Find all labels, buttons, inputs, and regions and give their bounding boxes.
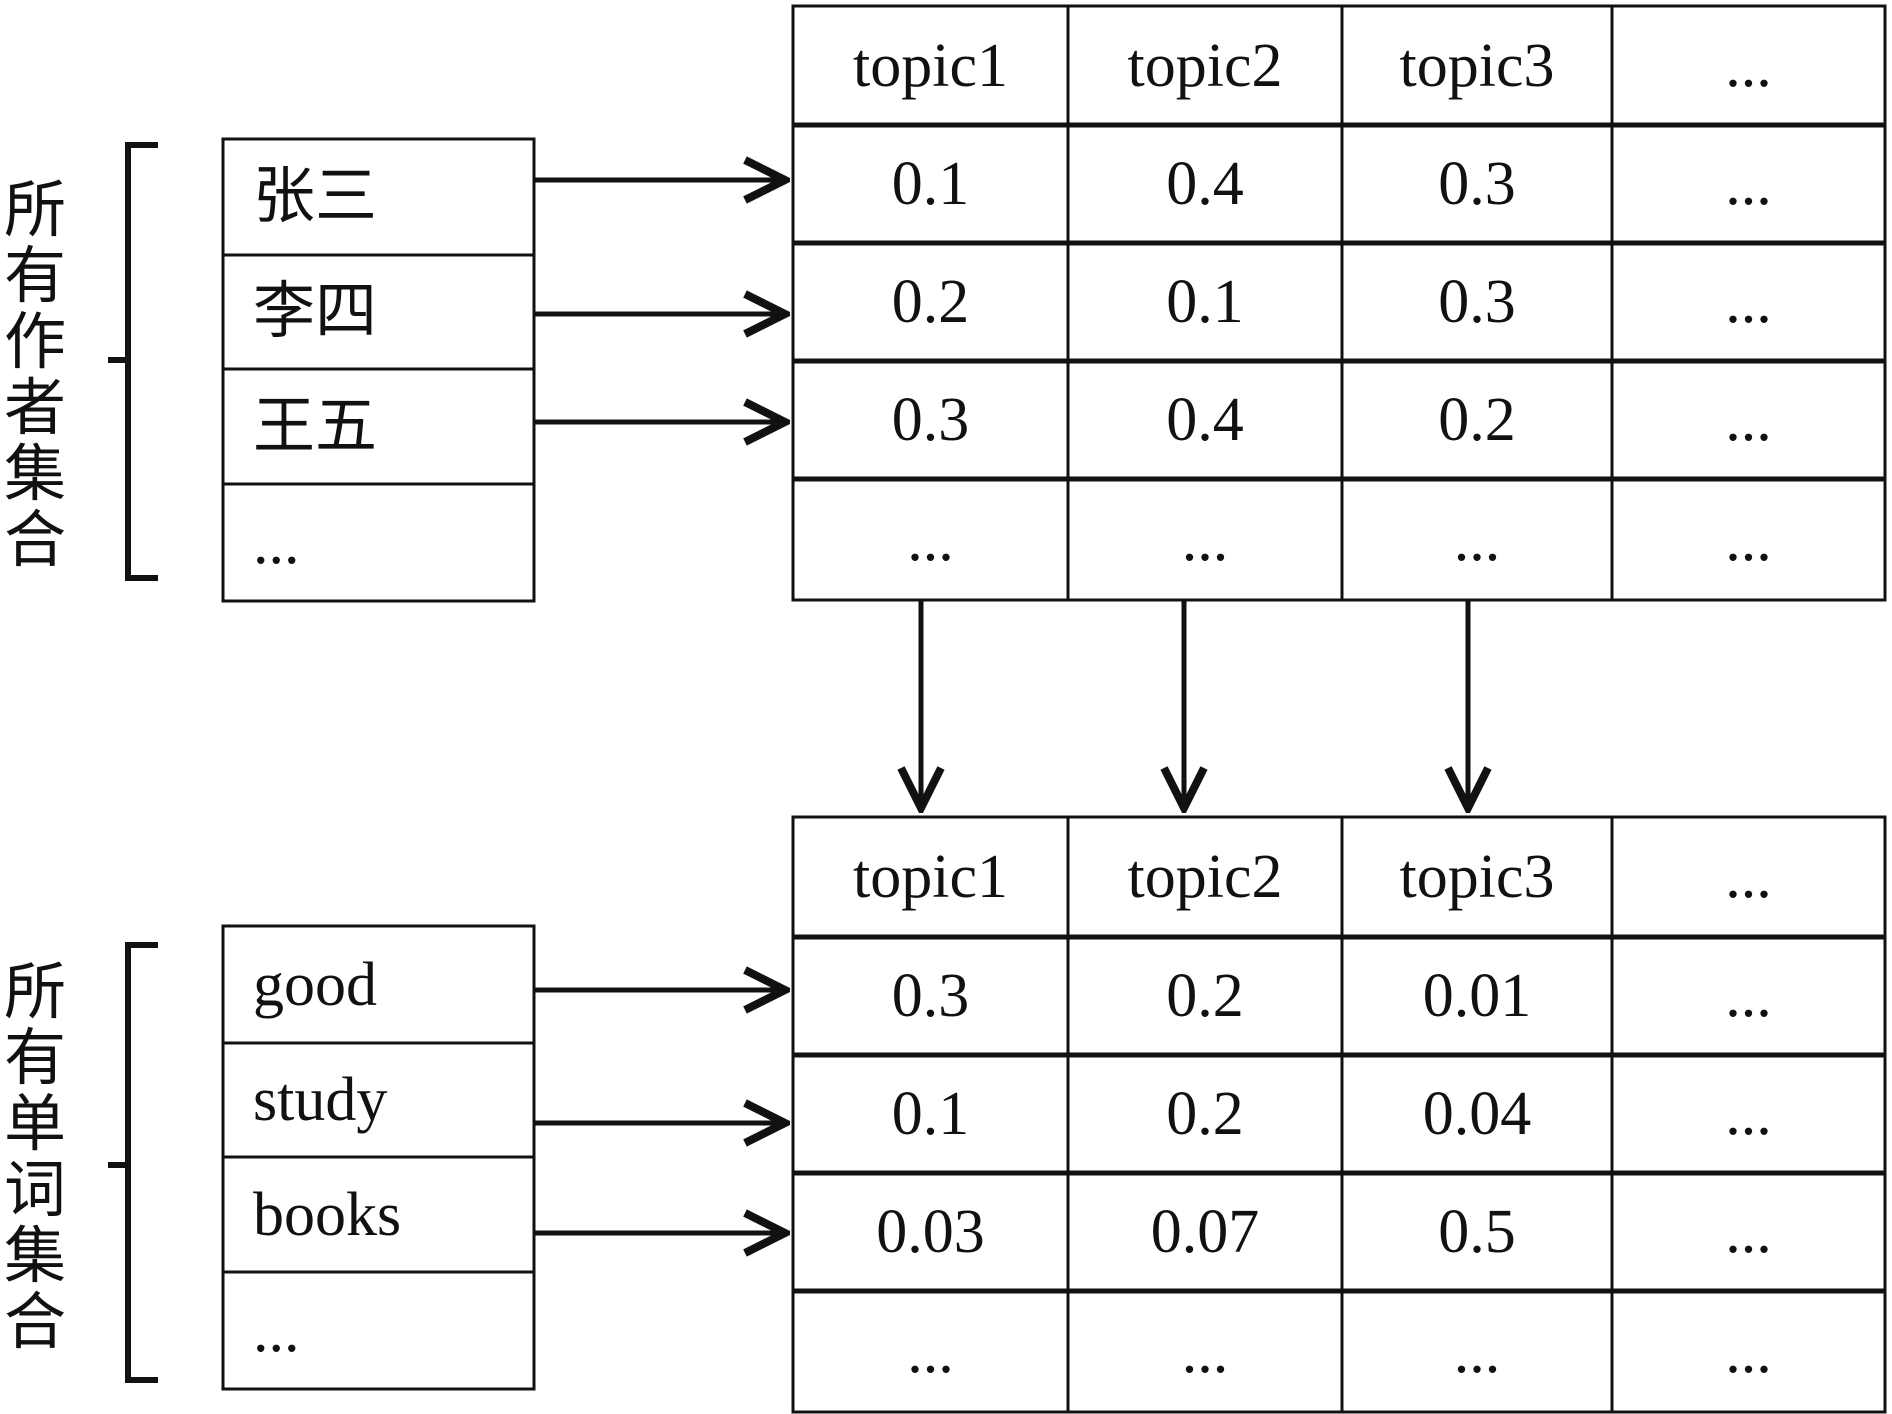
word-item-more: ... (253, 1296, 300, 1365)
author-table-cell: ... (1725, 505, 1772, 574)
author-table-cell: ... (1181, 505, 1229, 574)
word-table-cell: ... (1725, 1080, 1772, 1148)
word-topic-table (791, 815, 1887, 1414)
word-table-cell: 0.04 (1422, 1080, 1532, 1148)
author-table-cell: 0.4 (1166, 386, 1244, 454)
word-list-box (221, 924, 536, 1391)
word-item-good: good (253, 950, 377, 1019)
word-brace (108, 942, 158, 1383)
word-table-cell: ... (907, 1317, 954, 1386)
author-brace (108, 142, 158, 581)
author-topic-table (791, 4, 1887, 602)
author-table-cell: 0.3 (1438, 268, 1516, 336)
author-table-cell: ... (907, 505, 954, 574)
author-table-cell: ... (1453, 505, 1501, 574)
author-list-box (221, 137, 536, 603)
word-table-cell: ... (1725, 962, 1772, 1030)
author-table-cell: ... (1725, 150, 1772, 218)
author-item-wangwu: 王五 (253, 392, 378, 461)
word-table-header: topic1 (853, 843, 1008, 911)
word-table-cell: ... (1181, 1317, 1229, 1386)
author-table-cell: ... (1725, 386, 1772, 454)
word-table-cell: 0.07 (1150, 1198, 1260, 1266)
word-table-cell: 0.3 (891, 962, 970, 1030)
word-table-cell: 0.5 (1438, 1198, 1516, 1266)
word-table-cell: 0.2 (1166, 962, 1244, 1030)
word-table-header: topic3 (1399, 843, 1555, 911)
word-item-study: study (253, 1066, 388, 1134)
word-table-cell: ... (1453, 1317, 1501, 1386)
word-table-cell: 0.1 (891, 1080, 970, 1148)
word-group-label: 所有单词集合 (3, 959, 66, 1357)
author-item-more: ... (253, 508, 300, 577)
word-table-header: ... (1725, 843, 1772, 911)
author-table-cell: 0.2 (891, 268, 970, 336)
author-item-zhangsan: 张三 (253, 163, 378, 231)
author-table-cell: 0.1 (1166, 268, 1244, 336)
author-table-cell: 0.4 (1166, 150, 1244, 218)
author-table-cell: 0.1 (891, 150, 970, 218)
author-table-cell: 0.3 (1438, 150, 1516, 218)
word-table-cell: 0.2 (1166, 1080, 1244, 1148)
author-item-lisi: 李四 (253, 278, 378, 346)
word-table-cell: 0.01 (1422, 962, 1532, 1030)
author-table-cell: 0.2 (1438, 386, 1516, 454)
word-item-books: books (253, 1180, 402, 1249)
author-table-cell: ... (1725, 268, 1772, 336)
word-table-cell: ... (1725, 1198, 1772, 1266)
word-table-cell: ... (1725, 1317, 1772, 1386)
author-table-header: topic1 (853, 31, 1008, 100)
author-table-cell: 0.3 (891, 386, 970, 454)
author-table-header: topic2 (1127, 31, 1283, 100)
word-table-cell: 0.03 (876, 1198, 985, 1266)
word-table-header: topic2 (1127, 843, 1283, 911)
author-table-header: ... (1725, 31, 1772, 100)
author-table-header: topic3 (1399, 31, 1555, 100)
author-group-label: 所有作者集合 (3, 177, 66, 575)
